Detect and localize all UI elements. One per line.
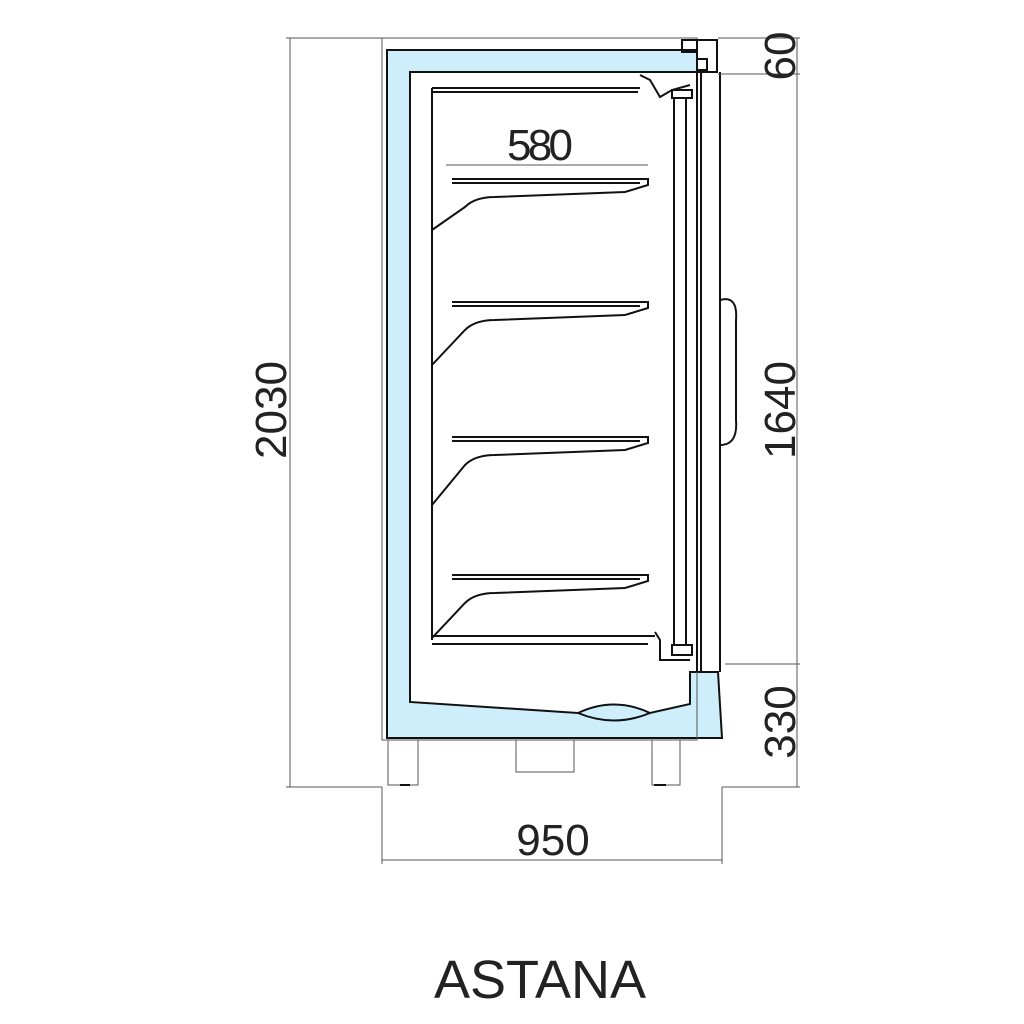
shelf — [431, 574, 649, 639]
shelf — [431, 178, 649, 231]
dim-top-cap: 60 — [756, 32, 805, 81]
shelf — [431, 436, 649, 506]
model-title: ASTANA — [434, 950, 646, 1010]
dim-depth: 950 — [516, 816, 589, 865]
shelves — [431, 178, 655, 645]
hinge — [696, 58, 708, 71]
drain-box — [515, 739, 575, 773]
dim-base-height: 330 — [756, 685, 805, 758]
drain-bowl — [577, 712, 651, 722]
canopy — [431, 87, 640, 100]
glass-door — [639, 72, 721, 672]
dim-shelf-depth: 580 — [507, 121, 573, 170]
dim-door-height: 1640 — [756, 361, 805, 459]
door-handle — [719, 298, 738, 446]
dim-total-height: 2030 — [247, 361, 296, 459]
foot-left — [387, 739, 419, 786]
foot-right — [651, 739, 681, 786]
shelf — [431, 301, 649, 366]
dimension-lines — [286, 37, 800, 864]
top-cap-frame — [696, 39, 718, 73]
insulation-shell — [386, 49, 724, 739]
bottom-shelf — [432, 635, 655, 645]
